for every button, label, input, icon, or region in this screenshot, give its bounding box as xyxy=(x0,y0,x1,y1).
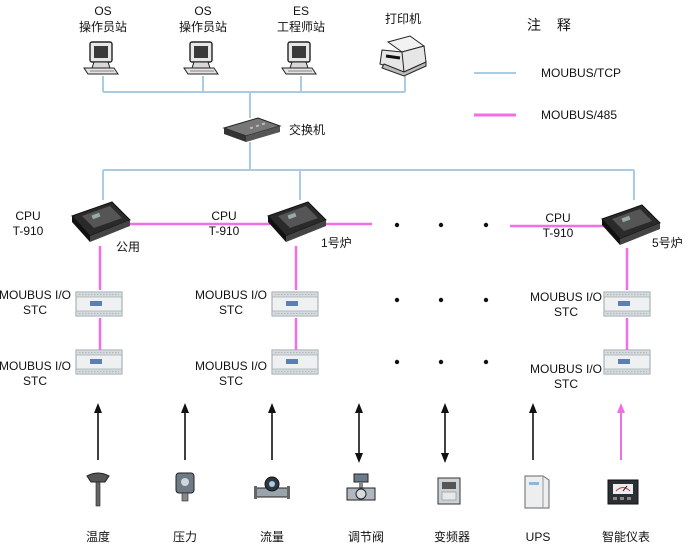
io-label-line1: MOUBUS I/O xyxy=(530,290,602,304)
workstation-3[interactable]: ES 工程师站 xyxy=(277,4,325,75)
io-module-icon xyxy=(603,291,651,317)
printer[interactable]: 打印机 xyxy=(379,12,427,77)
cpu-furnace-5[interactable]: CPU T-910 5号炉 xyxy=(543,204,683,250)
switch-label: 交换机 xyxy=(289,122,325,137)
io-label-line1: MOUBUS I/O xyxy=(0,359,71,373)
cpu-common-label1: CPU xyxy=(15,209,40,223)
io-module-icon xyxy=(271,349,319,375)
workstation-1-line1: OS xyxy=(94,4,111,18)
io-label-line2: STC xyxy=(23,374,47,388)
cpu-furnace-1-label1: CPU xyxy=(211,209,236,223)
io-label-line1: MOUBUS I/O xyxy=(530,362,602,376)
device-ups-label: UPS xyxy=(526,530,551,544)
io-label-line1: MOUBUS I/O xyxy=(195,288,267,302)
cpu-common-tag: 公用 xyxy=(116,240,140,254)
io-module-icon xyxy=(75,349,123,375)
device-inverter[interactable]: 变频器 xyxy=(434,477,470,544)
device-smart-meter[interactable]: 智能仪表 xyxy=(602,479,650,544)
io-module-common-1[interactable]: MOUBUS I/O STC xyxy=(0,288,123,317)
io-label-line2: STC xyxy=(554,377,578,391)
io-module-icon xyxy=(271,291,319,317)
cpu-module-icon xyxy=(267,201,327,243)
device-pressure-label: 压力 xyxy=(173,530,197,544)
io-label-line2: STC xyxy=(554,305,578,319)
ellipsis-dots xyxy=(394,222,489,365)
io-module-common-2[interactable]: MOUBUS I/O STC xyxy=(0,349,123,388)
legend: 注 释 MOUBUS/TCP MOUBUS/485 xyxy=(474,17,621,122)
temperature-sensor-icon xyxy=(86,472,110,507)
io-module-furnace5-2[interactable]: MOUBUS I/O STC xyxy=(530,349,651,391)
workstation-icon xyxy=(183,41,219,75)
cpu-furnace-1[interactable]: CPU T-910 1号炉 xyxy=(209,201,352,250)
device-flow[interactable]: 流量 xyxy=(254,476,290,544)
switch[interactable]: 交换机 xyxy=(222,117,325,142)
rs485-network xyxy=(98,222,629,350)
pressure-gauge-icon xyxy=(175,472,195,502)
io-module-furnace1-2[interactable]: MOUBUS I/O STC xyxy=(195,349,319,388)
tcp-network xyxy=(102,76,635,200)
device-valve-label: 调节阀 xyxy=(348,530,384,544)
ups-icon xyxy=(524,475,550,509)
io-module-furnace1-1[interactable]: MOUBUS I/O STC xyxy=(195,288,319,317)
io-module-furnace5-1[interactable]: MOUBUS I/O STC xyxy=(530,290,651,319)
io-label-line1: MOUBUS I/O xyxy=(195,359,267,373)
cpu-furnace-1-label2: T-910 xyxy=(209,224,240,238)
legend-title: 注 释 xyxy=(527,17,577,33)
workstation-icon xyxy=(83,41,119,75)
flowmeter-icon xyxy=(254,476,290,499)
device-valve[interactable]: 调节阀 xyxy=(346,473,384,544)
workstation-2-line2: 操作员站 xyxy=(179,19,227,34)
workstation-2[interactable]: OS 操作员站 xyxy=(179,4,227,75)
cpu-furnace-1-tag: 1号炉 xyxy=(321,236,352,250)
io-module-icon xyxy=(75,291,123,317)
printer-icon xyxy=(379,35,427,77)
workstation-1-line2: 操作员站 xyxy=(79,19,127,34)
cpu-module-icon xyxy=(71,201,131,243)
workstation-2-line1: OS xyxy=(194,4,211,18)
cpu-common[interactable]: CPU T-910 公用 xyxy=(13,201,140,254)
io-label-line2: STC xyxy=(219,303,243,317)
legend-485-label: MOUBUS/485 xyxy=(541,108,617,122)
io-label-line2: STC xyxy=(219,374,243,388)
legend-tcp-label: MOUBUS/TCP xyxy=(541,66,621,80)
device-flow-label: 流量 xyxy=(260,530,284,544)
workstation-icon xyxy=(281,41,317,75)
control-valve-icon xyxy=(346,473,376,501)
signal-arrows xyxy=(94,403,625,463)
io-label-line1: MOUBUS I/O xyxy=(0,288,71,302)
workstation-3-line2: 工程师站 xyxy=(277,19,325,34)
device-temperature-label: 温度 xyxy=(86,529,110,544)
device-smart-meter-label: 智能仪表 xyxy=(602,529,650,544)
io-module-icon xyxy=(603,349,651,375)
device-ups[interactable]: UPS xyxy=(524,475,551,544)
cpu-furnace-5-tag: 5号炉 xyxy=(652,236,683,250)
cpu-common-label2: T-910 xyxy=(13,224,44,238)
switch-icon xyxy=(222,117,282,142)
device-pressure[interactable]: 压力 xyxy=(173,472,197,544)
device-temperature[interactable]: 温度 xyxy=(86,472,110,544)
printer-label: 打印机 xyxy=(385,12,421,26)
inverter-icon xyxy=(437,477,461,505)
workstation-1[interactable]: OS 操作员站 xyxy=(79,4,127,75)
device-inverter-label: 变频器 xyxy=(434,529,470,544)
workstation-3-line1: ES xyxy=(293,4,309,18)
cpu-furnace-5-label1: CPU xyxy=(545,211,570,225)
smart-meter-icon xyxy=(607,479,639,505)
cpu-furnace-5-label2: T-910 xyxy=(543,226,574,240)
io-label-line2: STC xyxy=(23,303,47,317)
